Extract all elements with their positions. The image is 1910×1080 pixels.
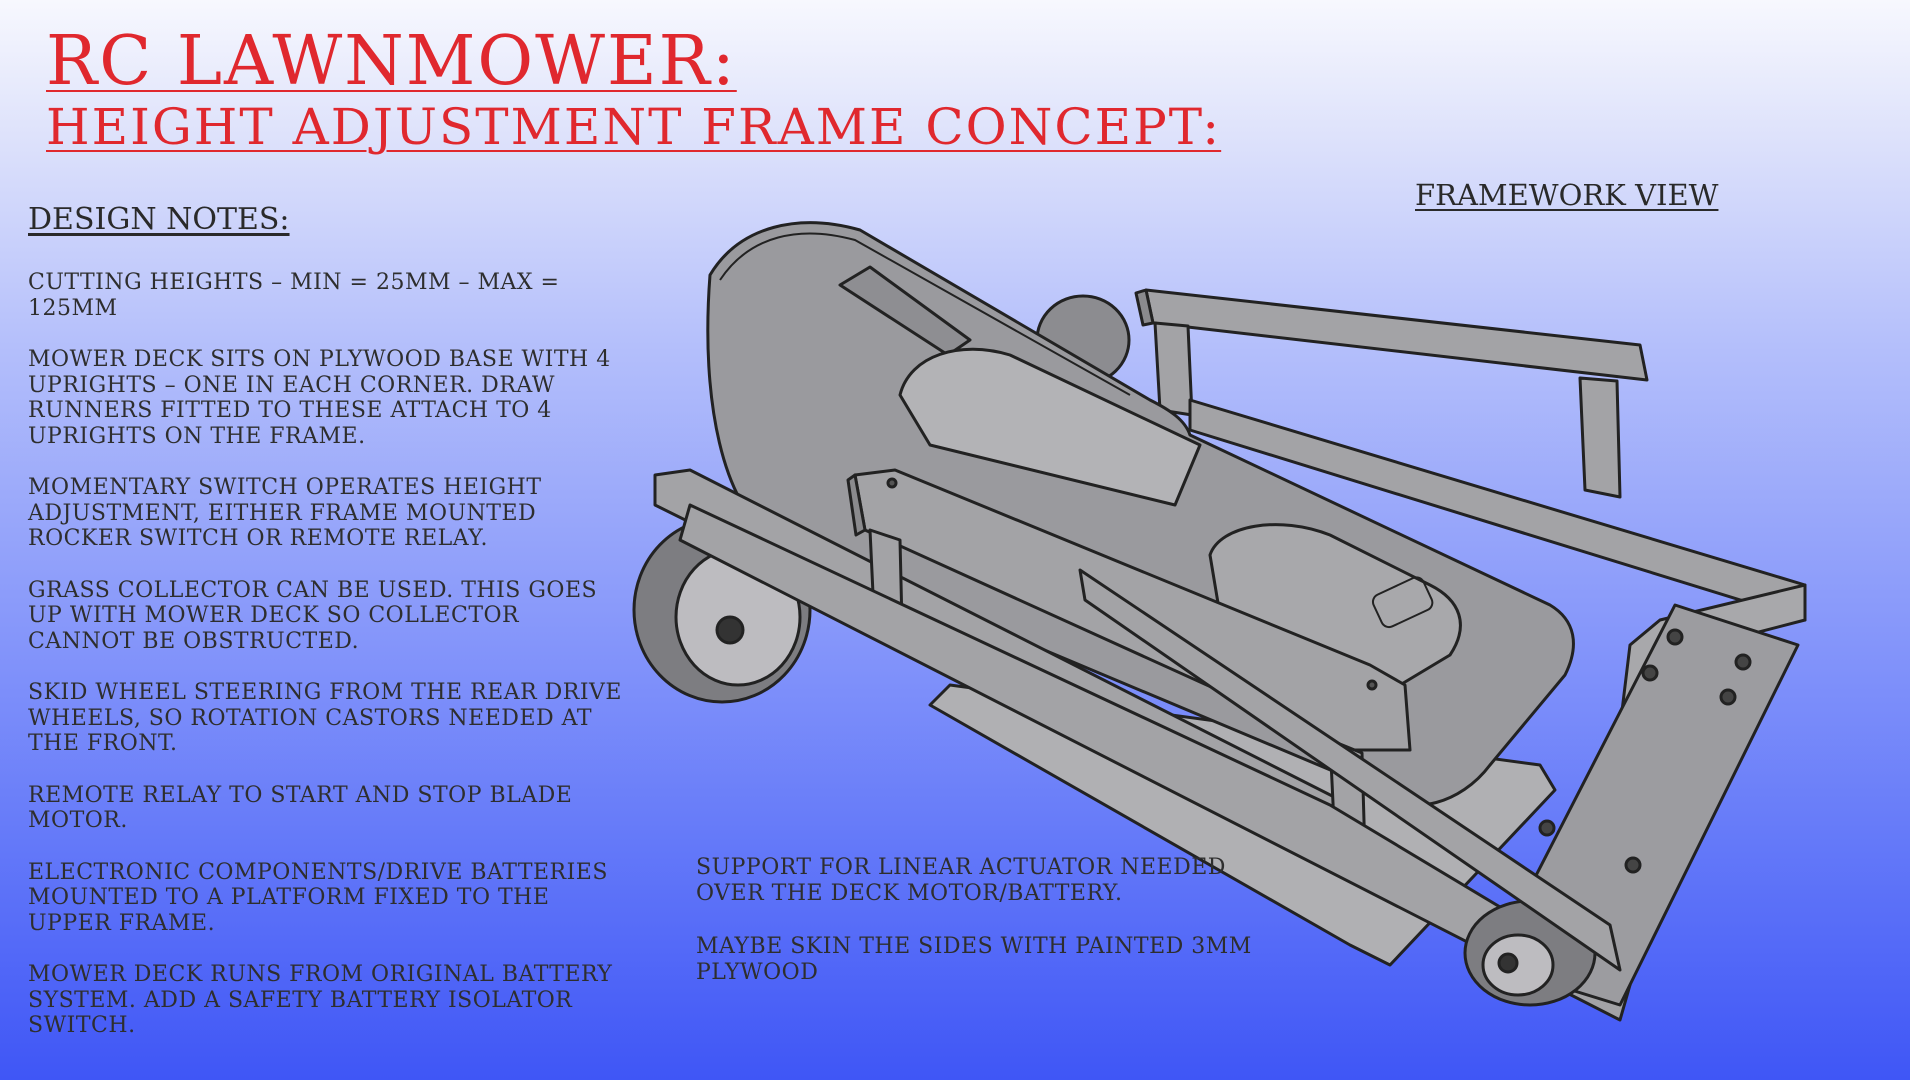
mower-handle	[838, 265, 972, 357]
design-note: Momentary switch operates height adjustm…	[28, 475, 542, 551]
design-note: Mower deck runs from original battery sy…	[28, 962, 613, 1038]
design-note: Cutting heights – Min = 25mm – Max = 125…	[28, 270, 560, 321]
design-note: Electronic components/drive batteries mo…	[28, 859, 608, 936]
rear-upper-rail	[1144, 288, 1649, 382]
title-line-2: HEIGHT ADJUSTMENT FRAME CONCEPT:	[46, 98, 1222, 156]
title-line-1: RC LAWNMOWER:	[46, 22, 737, 101]
design-note: Grass collector can be used. This goes u…	[28, 577, 598, 654]
lawnmower-frame-drawing	[632, 221, 1807, 1022]
rear-upright-left	[1153, 321, 1194, 417]
design-note: Mower deck sits on plywood base with 4 u…	[28, 347, 611, 449]
mower-hood	[898, 347, 1202, 507]
design-note: Remote relay to start and stop blade mot…	[28, 782, 573, 834]
framework-view-heading: FRAMEWORK VIEW	[1415, 178, 1719, 212]
framework-notes: Support for linear actuator needed over …	[696, 855, 1256, 1013]
design-notes-list: Cutting heights – Min = 25mm – Max = 125…	[28, 270, 628, 1065]
rear-upright-right	[1578, 376, 1622, 499]
right-lower-rail	[1078, 568, 1622, 972]
framework-note: Support for linear actuator needed over …	[696, 855, 1226, 906]
framework-note: Maybe skin the sides with painted 3mm pl…	[696, 934, 1252, 985]
design-note: Skid wheel steering from the rear drive …	[28, 680, 622, 756]
design-notes-heading: DESIGN NOTES:	[28, 202, 290, 237]
bottom-main-rail	[678, 503, 1632, 1022]
